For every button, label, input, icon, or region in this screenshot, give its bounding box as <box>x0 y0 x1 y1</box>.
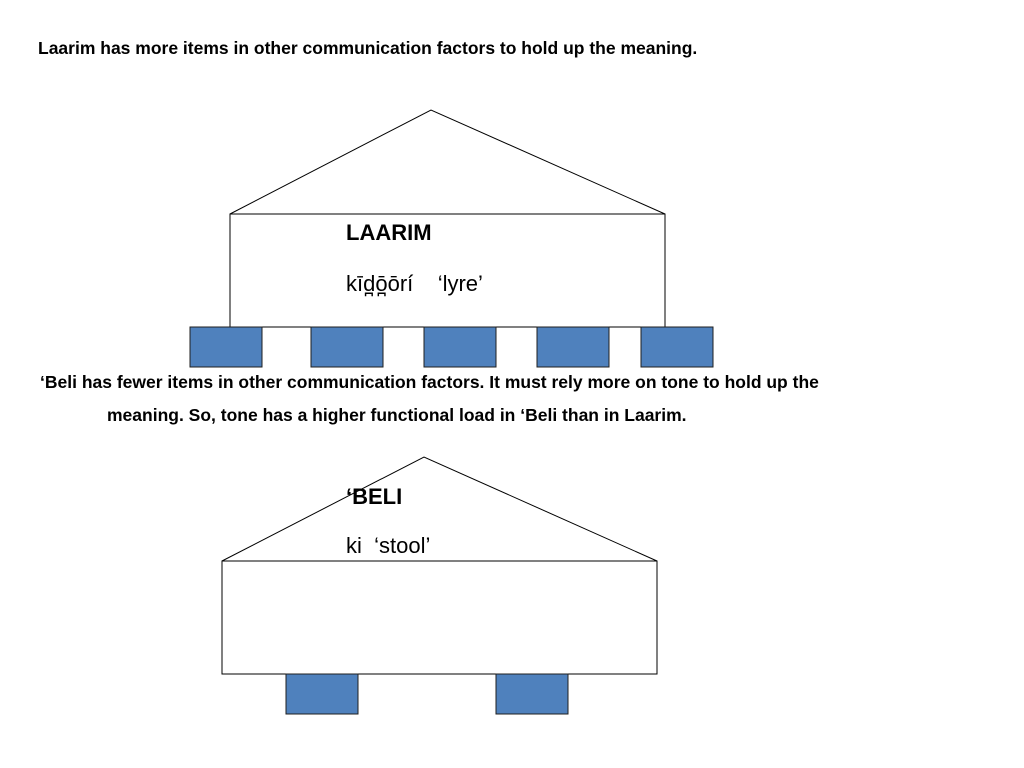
beli-caption-line-2: meaning. So, tone has a higher functiona… <box>107 405 687 425</box>
laarim-pillar <box>536 326 610 368</box>
laarim-pillar <box>310 326 384 368</box>
beli-caption-line-1: ‘Beli has fewer items in other communica… <box>40 372 819 392</box>
beli-title: ‘BELI <box>346 484 403 509</box>
laarim-house <box>189 109 714 368</box>
beli-pillar <box>285 673 359 715</box>
laarim-roof <box>229 109 666 215</box>
beli-example-word: ki ‘stool’ <box>346 533 431 558</box>
laarim-title: LAARIM <box>346 220 432 245</box>
laarim-pillar <box>423 326 497 368</box>
laarim-caption: Laarim has more items in other communica… <box>38 38 698 58</box>
laarim-body <box>229 213 666 328</box>
laarim-pillar <box>640 326 714 368</box>
beli-pillar <box>495 673 569 715</box>
beli-body <box>221 560 658 675</box>
beli-house <box>221 456 658 715</box>
beli-roof <box>221 456 658 562</box>
laarim-pillar <box>189 326 263 368</box>
laarim-example-word: kīd̪ō̪ōrí ‘lyre’ <box>346 271 483 296</box>
beli-caption: ‘Beli has fewer items in other communica… <box>40 366 980 432</box>
